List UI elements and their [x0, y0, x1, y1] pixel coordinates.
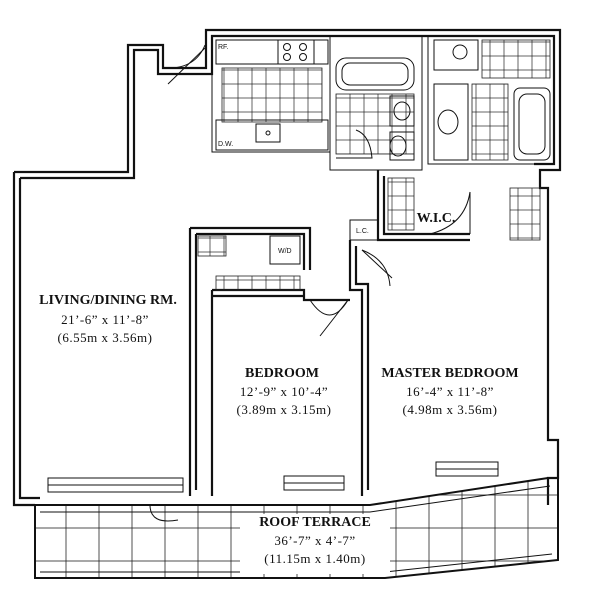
- bathroom-1: [329, 35, 423, 171]
- interior-walls: [188, 228, 393, 496]
- master-bathroom: [427, 35, 555, 165]
- master-bedroom-name: MASTER BEDROOM: [381, 366, 518, 381]
- hall-closet-shelves: [197, 235, 227, 257]
- bath-door-swing: [336, 129, 373, 159]
- bathtub-icon: [513, 87, 551, 161]
- bedroom-name: BEDROOM: [245, 366, 319, 381]
- terrace-door-swing: [149, 504, 179, 522]
- terrace-dim-imperial: 36’-7” x 4’-7”: [274, 533, 355, 548]
- terrace-name: ROOF TERRACE: [259, 515, 371, 530]
- roof-terrace: ROOF TERRACE 36’-7” x 4’-7” (11.15m x 1.…: [34, 477, 559, 579]
- bedroom-dim-metric: (3.89m x 3.15m): [237, 402, 332, 417]
- living-room-dim-metric: (6.55m x 3.56m): [58, 330, 153, 345]
- sink-icon: [393, 101, 411, 121]
- kitchen: RF. D.W.: [211, 35, 331, 153]
- vanity-icon: [433, 83, 469, 161]
- vanity-icon: [433, 39, 479, 71]
- dishwasher-label: D.W.: [218, 141, 233, 148]
- linen-closet: L.C.: [349, 219, 379, 241]
- walk-in-closet: W.I.C.: [376, 170, 541, 242]
- kitchen-counter-top: [215, 39, 329, 65]
- bedroom-dim-imperial: 12’-9” x 10’-4”: [240, 384, 328, 399]
- wic-name: W.I.C.: [417, 211, 456, 226]
- master-bedroom: MASTER BEDROOM 16’-4” x 11’-8” (4.98m x …: [381, 366, 519, 477]
- terrace-dim-metric: (11.15m x 1.40m): [264, 551, 365, 566]
- bedroom-closet-shelves: [215, 275, 301, 291]
- bath-floor-tile: [335, 93, 415, 155]
- master-bedroom-dim-imperial: 16’-4” x 11’-8”: [406, 384, 494, 399]
- cooktop: [277, 39, 315, 65]
- kitchen-floor-tile: [221, 67, 323, 123]
- master-bedroom-dim-metric: (4.98m x 3.56m): [403, 402, 498, 417]
- entry-door[interactable]: [167, 47, 206, 85]
- burner-icon: [283, 43, 291, 51]
- washer-dryer-label: W/D: [278, 248, 292, 255]
- linen-closet-label: L.C.: [356, 228, 369, 235]
- toilet-icon: [452, 44, 468, 60]
- closet-shelves: [387, 177, 415, 231]
- bath-floor-tile: [471, 83, 509, 161]
- master-door-swing: [361, 249, 391, 287]
- bathtub-icon: [335, 57, 415, 91]
- vanity-icon: [389, 95, 415, 127]
- burner-icon: [299, 53, 307, 61]
- sink-icon: [437, 109, 459, 135]
- washer-dryer-icon: [269, 235, 301, 265]
- bedroom-door[interactable]: [319, 299, 349, 337]
- entry-door-swing: [162, 44, 206, 69]
- refrigerator-label: RF.: [218, 44, 229, 51]
- burner-icon: [299, 43, 307, 51]
- bedroom: BEDROOM 12’-9” x 10’-4” (3.89m x 3.15m): [237, 366, 345, 491]
- master-closet-shelves: [509, 187, 541, 241]
- kitchen-counter-bottom: [215, 119, 329, 151]
- shower-icon: [481, 39, 551, 79]
- washer-dryer: W/D: [190, 226, 312, 270]
- burner-icon: [283, 53, 291, 61]
- kitchen-sink-icon: [255, 123, 281, 143]
- living-dining-room: LIVING/DINING RM. 21’-6” x 11’-8” (6.55m…: [39, 44, 206, 493]
- master-door[interactable]: [361, 249, 393, 279]
- living-room-dim-imperial: 21’-6” x 11’-8”: [61, 312, 149, 327]
- living-room-name: LIVING/DINING RM.: [39, 293, 177, 308]
- wic-door-swing: [429, 191, 471, 235]
